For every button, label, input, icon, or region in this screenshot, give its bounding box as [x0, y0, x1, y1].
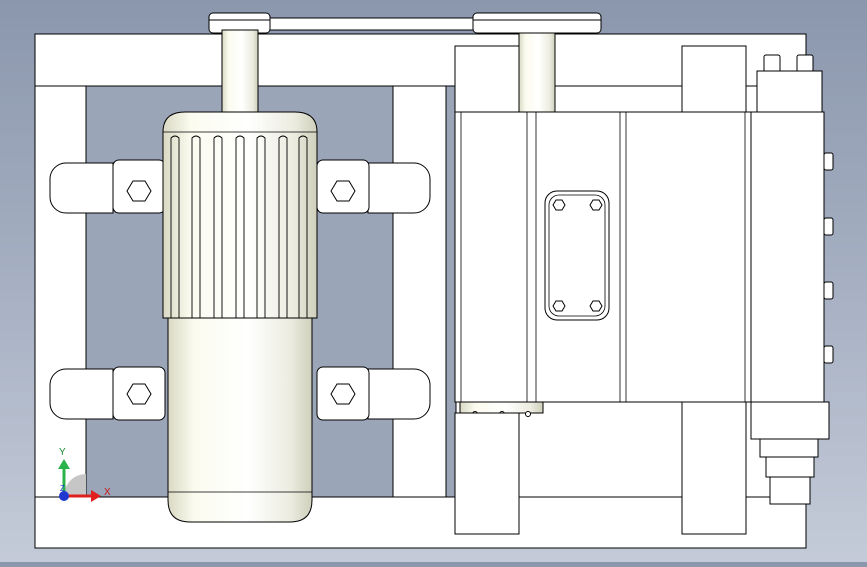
frame-post-mid[interactable]	[392, 85, 447, 498]
hex-bolt-icon	[552, 199, 566, 211]
fin-groove	[235, 135, 245, 318]
motor-cooling-fins[interactable]	[162, 111, 318, 319]
valve-top-knob-right[interactable]	[796, 54, 814, 73]
valve-port[interactable]	[823, 281, 834, 300]
bracket-bolts	[126, 180, 356, 405]
hex-bolt-icon	[330, 383, 356, 405]
triad-y-label: Y	[59, 447, 66, 458]
bracket-lower-right[interactable]	[367, 368, 431, 420]
valve-fitting[interactable]	[759, 438, 819, 458]
hex-bolt-icon	[589, 300, 603, 312]
fin-grooves	[170, 135, 308, 318]
valve-port[interactable]	[823, 152, 834, 171]
fin-groove	[298, 135, 308, 318]
gearbox-shaft[interactable]	[518, 32, 556, 113]
inspection-cover-inner	[548, 194, 606, 317]
valve-fitting[interactable]	[765, 456, 815, 478]
gearbox-leg-right[interactable]	[681, 401, 747, 535]
hex-bolt-icon	[330, 180, 356, 202]
motor[interactable]	[162, 29, 318, 523]
gearbox-top-pillar-left[interactable]	[454, 45, 532, 113]
valve-top-cap[interactable]	[756, 70, 823, 113]
fin-groove	[191, 135, 201, 318]
belt-drive[interactable]	[208, 12, 602, 34]
valve-top-knob-left[interactable]	[763, 54, 781, 73]
valve-body[interactable]	[750, 111, 825, 403]
gearbox[interactable]	[454, 32, 752, 535]
valve-block[interactable]	[750, 54, 834, 505]
triad-axes-icon: Y X Z	[58, 447, 111, 502]
bracket-upper-left[interactable]	[49, 162, 114, 214]
valve-port[interactable]	[823, 217, 834, 236]
motor-brackets[interactable]	[49, 159, 431, 421]
gearbox-top-pillar-right[interactable]	[681, 45, 747, 113]
bracket-lower-left[interactable]	[49, 368, 114, 420]
valve-fitting[interactable]	[769, 476, 811, 505]
valve-port[interactable]	[823, 345, 834, 364]
fin-groove	[213, 135, 223, 318]
inspection-cover[interactable]	[544, 190, 610, 321]
triad-x-label: X	[104, 487, 111, 498]
fin-groove	[278, 135, 288, 318]
triad-z-label: Z	[60, 484, 65, 493]
gearbox-leg-left[interactable]	[454, 412, 520, 535]
frame-post-left[interactable]	[34, 85, 87, 498]
hex-bolt-icon	[126, 383, 152, 405]
bracket-upper-right[interactable]	[367, 162, 431, 214]
fin-groove	[256, 135, 266, 318]
fin-groove	[170, 135, 180, 318]
motor-shaft[interactable]	[221, 29, 259, 113]
pulley-right[interactable]	[472, 12, 602, 34]
valve-lower-block[interactable]	[750, 401, 830, 440]
hex-bolt-icon	[552, 300, 566, 312]
hex-bolt-icon	[126, 180, 152, 202]
hex-bolt-icon	[589, 199, 603, 211]
motor-body[interactable]	[167, 309, 313, 523]
